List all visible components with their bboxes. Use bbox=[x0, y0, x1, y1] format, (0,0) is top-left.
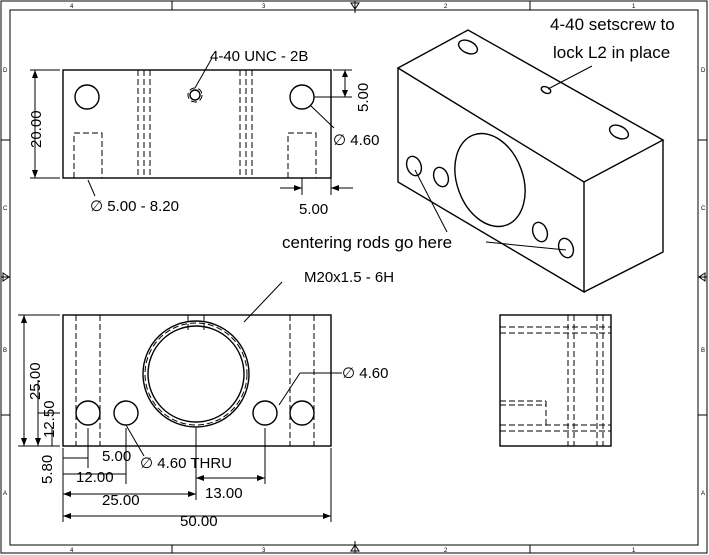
iso-front-face bbox=[397, 68, 585, 294]
front-dim-height: 20.00 bbox=[28, 110, 45, 148]
top-dim-height: 25.00 bbox=[27, 362, 44, 400]
iso-setscrew-note-2: lock L2 in place bbox=[553, 43, 670, 62]
top-dim-mid: 12.50 bbox=[41, 400, 58, 438]
side-view bbox=[499, 314, 612, 447]
top-view bbox=[62, 281, 342, 457]
top-dim-50: 50.00 bbox=[180, 513, 218, 530]
front-cbore-note: ∅ 5.00 - 8.20 bbox=[90, 198, 179, 215]
zone-label-bottom-3: 3 bbox=[262, 548, 266, 554]
zone-label-top-1: 1 bbox=[632, 4, 636, 10]
front-dim-hole-offset: 5.00 bbox=[355, 83, 372, 112]
top-dim-25: 25.00 bbox=[102, 492, 140, 509]
top-dim-13: 13.00 bbox=[205, 485, 243, 502]
iso-view bbox=[396, 29, 665, 294]
top-bore-inner bbox=[147, 325, 245, 423]
front-view-outline bbox=[62, 69, 332, 179]
iso-setscrew-note-1: 4-40 setscrew to bbox=[550, 15, 675, 34]
top-dim-low: 5.80 bbox=[39, 455, 56, 484]
zone-label-right-a: A bbox=[701, 491, 705, 497]
front-dim-edge: 5.00 bbox=[299, 201, 328, 218]
zone-label-side-b: B bbox=[3, 348, 7, 354]
zone-label-top-3: 3 bbox=[262, 4, 266, 10]
front-thread-note: 4-40 UNC - 2B bbox=[210, 48, 308, 65]
zone-label-right-b: B bbox=[701, 348, 705, 354]
top-dim-12: 12.00 bbox=[76, 469, 114, 486]
zone-label-right-c: C bbox=[701, 206, 706, 212]
top-thru-note: ∅ 4.60 THRU bbox=[140, 455, 232, 472]
zone-label-top-4: 4 bbox=[70, 4, 74, 10]
top-dimensions bbox=[18, 314, 332, 522]
zone-label-bottom-4: 4 bbox=[70, 548, 74, 554]
top-hole-dia: ∅ 4.60 bbox=[342, 365, 388, 382]
top-view-outline bbox=[62, 314, 332, 447]
iso-side-face bbox=[583, 140, 664, 293]
side-view-outline bbox=[499, 314, 612, 447]
front-dimensions bbox=[30, 57, 353, 197]
front-view bbox=[62, 69, 332, 179]
top-bore-outer bbox=[142, 320, 250, 428]
top-dim-5: 5.00 bbox=[102, 448, 131, 465]
iso-rods-note: centering rods go here bbox=[282, 233, 452, 252]
zone-label-side-d: D bbox=[3, 68, 8, 74]
front-hole-left bbox=[74, 84, 100, 110]
top-thread-note: M20x1.5 - 6H bbox=[304, 269, 394, 286]
zone-label-right-d: D bbox=[701, 68, 706, 74]
zone-label-top-2: 2 bbox=[444, 4, 448, 10]
zone-label-bottom-2: 2 bbox=[444, 548, 448, 554]
zone-label-side-a: A bbox=[3, 491, 7, 497]
iso-bore bbox=[454, 132, 526, 228]
front-hole-dia: ∅ 4.60 bbox=[333, 132, 379, 149]
zone-label-side-c: C bbox=[3, 206, 8, 212]
zone-label-bottom-1: 1 bbox=[632, 548, 636, 554]
